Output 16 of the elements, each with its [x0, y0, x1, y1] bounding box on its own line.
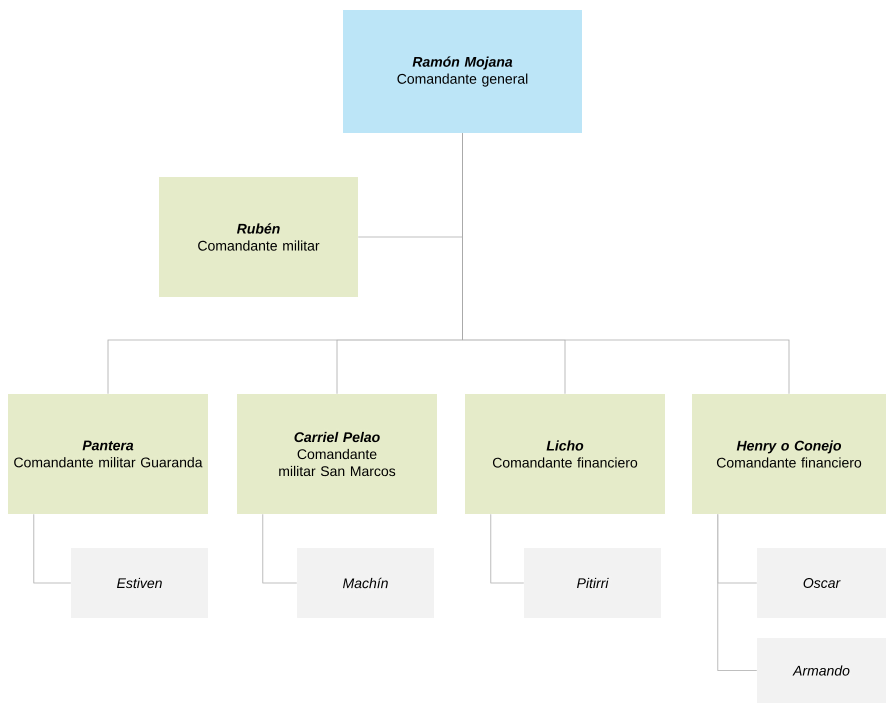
- name-box: Oscar: [757, 548, 886, 618]
- position-box: Ramón Mojana Comandante general: [343, 10, 582, 133]
- connector-line: [462, 132, 790, 394]
- name-box: Machín: [297, 548, 434, 618]
- name-box: Armando: [757, 638, 886, 703]
- connector-line: [262, 514, 298, 584]
- position-box: Licho Comandante financiero: [465, 394, 665, 514]
- connector-line: [33, 514, 72, 584]
- connector-line: [717, 514, 758, 671]
- name-box: Pitirri: [524, 548, 661, 618]
- position-box: Rubén Comandante militar: [159, 177, 358, 297]
- position-box: Carriel Pelao Comandante militar San Marcos: [237, 394, 437, 514]
- position-box: Henry o Conejo Comandante financiero: [692, 394, 886, 514]
- connector-line: [490, 514, 524, 584]
- name-box: Estiven: [71, 548, 208, 618]
- position-box: Pantera Comandante militar Guaranda: [8, 394, 208, 514]
